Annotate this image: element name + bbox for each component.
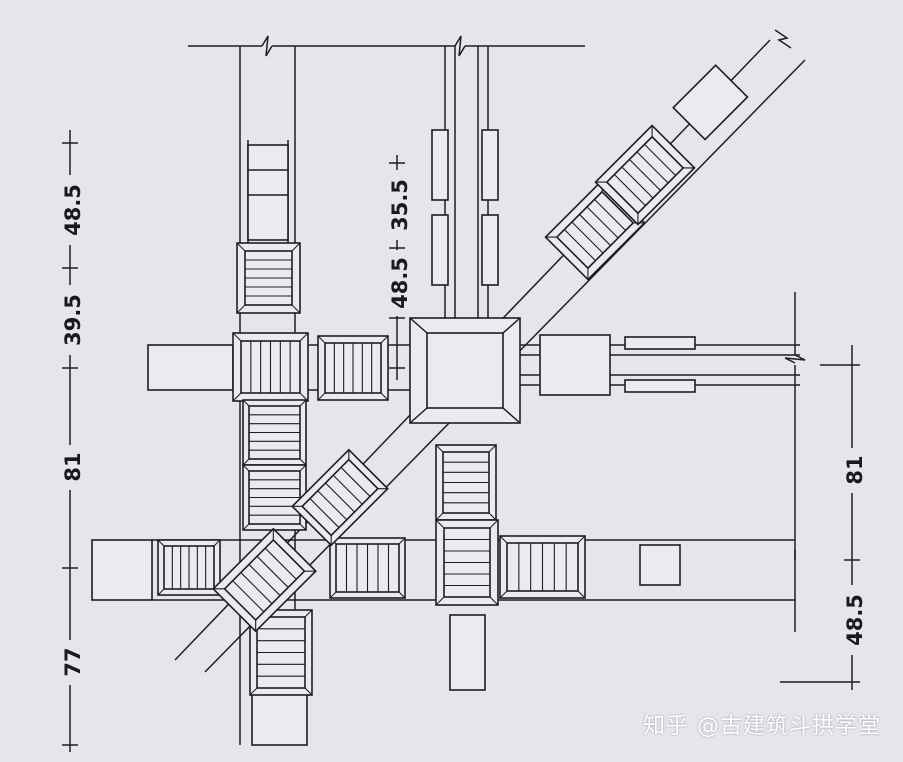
bracket-block-1 [236,242,301,314]
bracket-block-9 [157,539,221,596]
bracket-block-5 [242,464,307,531]
bracket-block-4 [242,399,307,466]
left-vertical-beam [239,46,308,746]
break-lines [188,29,806,632]
watermark: 知乎 @古建筑斗拱学堂 [643,714,881,739]
right-horizontal-beam [520,334,800,396]
dim-left-2: 39.5 [61,294,85,346]
bracket-block-10 [329,537,406,599]
center-vertical-beam [431,46,499,691]
bracket-block-14 [291,448,389,547]
bracket-block-13 [594,124,696,226]
dim-left-3: 81 [61,452,85,481]
dim-left-4: 77 [61,647,85,676]
dim-left-1: 48.5 [61,184,85,236]
right-dimension-chain: 81 48.5 [780,345,867,690]
bracket-block-8 [435,519,499,606]
central-dou-block [409,317,521,424]
center-dimension-chain: 35.5 48.5 [382,155,412,380]
bracket-blocks [157,124,696,696]
bracket-block-3 [317,335,389,401]
bracket-block-11 [499,535,586,599]
dim-right-1: 81 [843,455,867,484]
dim-right-2: 48.5 [843,594,867,646]
left-dimension-chain: 48.5 39.5 81 77 [55,130,85,752]
bracket-block-15 [212,527,317,633]
dim-center-2: 48.5 [388,257,412,309]
bracket-block-2 [232,332,309,402]
dim-center-1: 35.5 [388,179,412,231]
bracket-block-7 [435,444,497,521]
bracket-block-6 [249,609,313,696]
